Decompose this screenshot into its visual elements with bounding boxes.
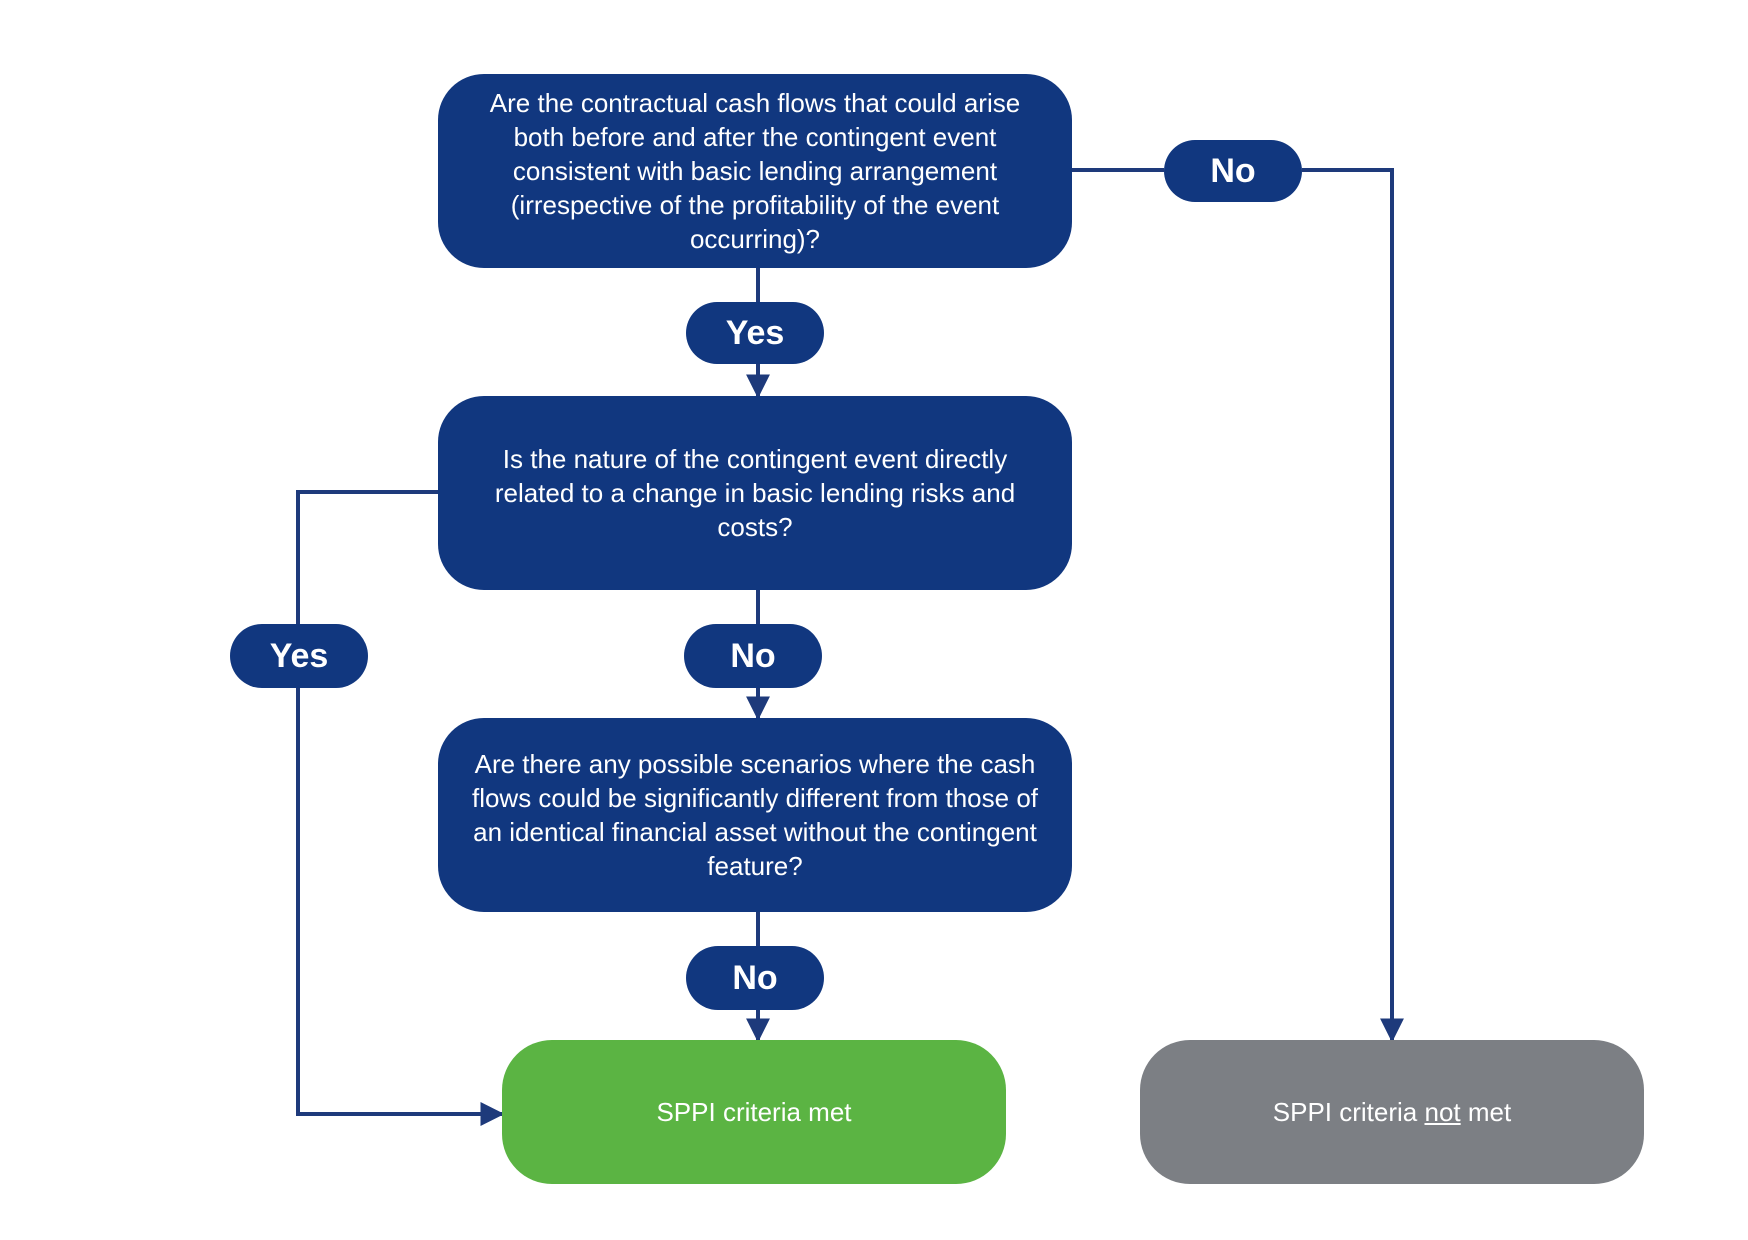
- question-contractual-cash-flows: Are the contractual cash flows that coul…: [438, 74, 1072, 268]
- no-label-q3: No: [686, 946, 824, 1010]
- no-label-q1: No: [1164, 140, 1302, 202]
- not-emphasis: not: [1424, 1096, 1461, 1127]
- no-label-q2: No: [684, 624, 822, 688]
- connector-q2-to-yes: [296, 490, 438, 624]
- question-3-text: Are there any possible scenarios where t…: [471, 749, 1039, 881]
- yes-label-q2: Yes: [230, 624, 368, 688]
- outcome-met-text: SPPI criteria met: [656, 1096, 852, 1127]
- connector-no-to-not-met: [1302, 168, 1404, 1043]
- question-2-text: Is the nature of the contingent event di…: [494, 444, 1016, 542]
- outcome-not-met-text: SPPI criteria not met: [1272, 1096, 1512, 1127]
- question-1-text: Are the contractual cash flows that coul…: [489, 88, 1021, 254]
- outcome-sppi-met: SPPI criteria met: [502, 1040, 1006, 1184]
- question-possible-scenarios: Are there any possible scenarios where t…: [438, 718, 1072, 912]
- yes-label-q1: Yes: [686, 302, 824, 364]
- question-contingent-event-nature: Is the nature of the contingent event di…: [438, 396, 1072, 590]
- connector-yes-to-met: [296, 688, 505, 1126]
- outcome-sppi-not-met: SPPI criteria not met: [1140, 1040, 1644, 1184]
